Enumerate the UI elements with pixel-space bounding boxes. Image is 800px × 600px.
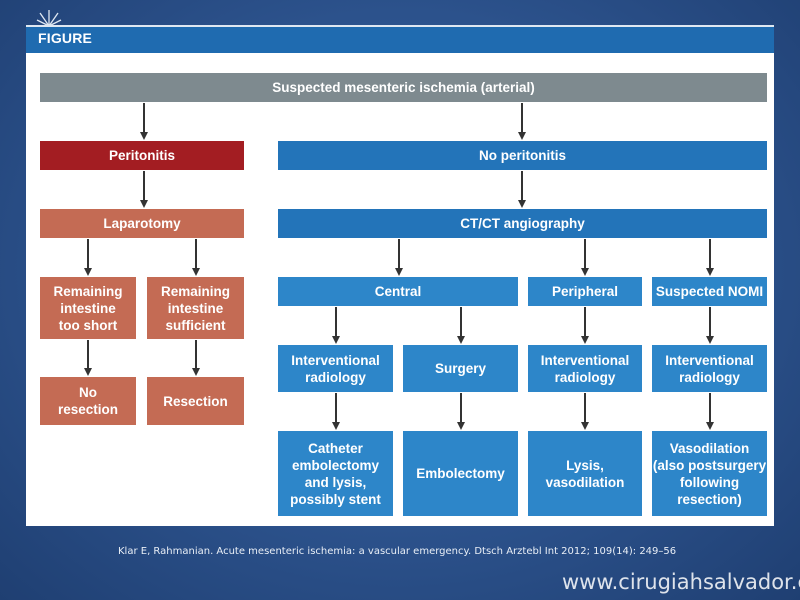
figure-label: FIGURE: [38, 30, 93, 46]
citation-text: Klar E, Rahmanian. Acute mesenteric isch…: [118, 546, 677, 557]
no-peritonitis-box: No peritonitis: [278, 141, 767, 170]
figure-header-bar: [26, 25, 774, 53]
resection-box: Resection: [147, 377, 244, 425]
ct-angiography-box: CT/CT angiography: [278, 209, 767, 238]
interventional-radiology-central-box: Interventional radiology: [278, 345, 393, 392]
peripheral-box: Peripheral: [528, 277, 642, 306]
peritonitis-box: Peritonitis: [40, 141, 244, 170]
laparotomy-box: Laparotomy: [40, 209, 244, 238]
interventional-radiology-peripheral-box: Interventional radiology: [528, 345, 642, 392]
embolectomy-box: Embolectomy: [403, 431, 518, 516]
lysis-vasodilation-box: Lysis, vasodilation: [528, 431, 642, 516]
remaining-sufficient-box: Remaining intestine sufficient: [147, 277, 244, 339]
surgery-box: Surgery: [403, 345, 518, 392]
no-resection-box: No resection: [40, 377, 136, 425]
website-url[interactable]: www.cirugiahsalvador.cl: [562, 570, 800, 594]
remaining-short-box: Remaining intestine too short: [40, 277, 136, 339]
catheter-embolectomy-box: Catheter embolectomy and lysis, possibly…: [278, 431, 393, 516]
interventional-radiology-nomi-box: Interventional radiology: [652, 345, 767, 392]
vasodilation-box: Vasodilation (also postsurgery following…: [652, 431, 767, 516]
root-box: Suspected mesenteric ischemia (arterial): [40, 73, 767, 102]
starburst-icon: [36, 10, 62, 27]
suspected-nomi-box: Suspected NOMI: [652, 277, 767, 306]
central-box: Central: [278, 277, 518, 306]
